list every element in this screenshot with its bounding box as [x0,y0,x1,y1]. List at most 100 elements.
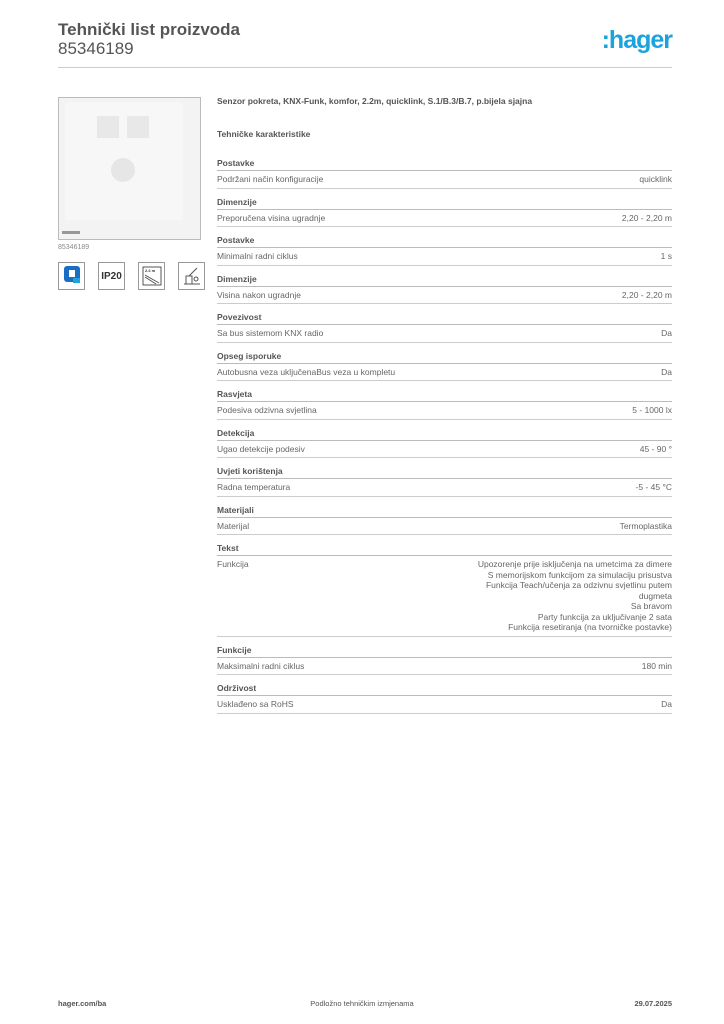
spec-section: Dimenzije Preporučena visina ugradnje 2,2… [217,196,672,227]
spec-label: Podržani način konfiguracije [217,174,324,184]
spec-row: Usklađeno sa RoHS Da [217,696,672,714]
spec-value: 2,20 - 2,20 m [622,290,672,301]
spec-section: Postavke Podržani način konfiguracije qui… [217,157,672,189]
spec-value: 2,20 - 2,20 m [622,213,672,224]
spec-value-line: Termoplastika [619,520,672,531]
section-heading: Funkcije [217,644,672,658]
product-description: Senzor pokreta, KNX-Funk, komfor, 2.2m, … [217,96,533,106]
spec-value: Da [661,699,672,710]
spec-value: -5 - 45 °C [636,482,672,493]
spec-value-line: 45 - 90 ° [639,443,672,454]
spec-value-line: -5 - 45 °C [635,482,672,492]
spec-value-line: Sa bravom [630,601,672,611]
hager-logo: :hager [601,26,673,54]
spec-row: Visina nakon ugradnje 2,20 - 2,20 m [217,287,672,304]
spec-row: Funkcija Upozorenje prije isključenja na … [217,556,672,637]
spec-value: 5 - 1000 lx [632,405,672,416]
spec-row: Podesiva odzivna svjetlina 5 - 1000 lx [217,402,672,420]
spec-value-line: 2,20 - 2,20 m [621,212,672,223]
spec-label: Visina nakon ugradnje [217,289,301,300]
section-heading: Održivost [217,682,672,696]
quicklink-icon [58,262,85,290]
spec-value-line: Da [661,328,672,338]
spec-value-line: quicklink [639,174,672,184]
page-title: Tehnički list proizvoda [58,20,240,39]
footer-website[interactable]: hager.com/ba [58,999,107,1008]
scale-icon [62,231,80,234]
spec-value: Da [661,328,672,339]
detection-icon [178,262,205,290]
spec-row: Sa bus sistemom KNX radio Da [217,325,672,343]
spec-section: Postavke Minimalni radni ciklus 1 s [217,234,672,266]
svg-text:2.2 m: 2.2 m [145,268,156,273]
spec-value-line: Da [661,366,672,377]
spec-value: 180 min [642,661,672,672]
spec-row: Podržani način konfiguracije quicklink [217,171,672,189]
spec-label: Funkcija [217,559,249,569]
spec-label: Minimalni radni ciklus [217,251,298,261]
spec-label: Sa bus sistemom KNX radio [217,328,324,338]
spec-section: Tekst Funkcija Upozorenje prije isključen… [217,542,672,637]
spec-row: Minimalni radni ciklus 1 s [217,248,672,266]
spec-section: Detekcija Ugao detekcije podesiv 45 - 90 … [217,427,672,458]
section-heading: Dimenzije [217,273,672,287]
spec-value: Da [661,367,672,378]
footer-date: 29.07.2025 [634,999,672,1008]
spec-label: Autobusna veza uključenaBus veza u kompl… [217,366,396,377]
spec-label: Usklađeno sa RoHS [217,699,294,709]
spec-label: Podesiva odzivna svjetlina [217,405,317,415]
spec-section: Opseg isporuke Autobusna veza uključenaB… [217,350,672,381]
spec-value-line: dugmeta [638,590,672,601]
spec-value: quicklink [639,174,672,185]
section-heading: Uvjeti korištenja [217,465,672,479]
spec-value: Upozorenje prije isključenja na umetcima… [478,559,672,633]
section-heading: Opseg isporuke [217,350,672,364]
spec-section: Održivost Usklađeno sa RoHS Da [217,682,672,714]
mounting-height-icon: 2.2 m [138,262,165,290]
spec-value: 45 - 90 ° [640,444,672,455]
spec-section: Povezivost Sa bus sistemom KNX radio Da [217,311,672,343]
product-image [58,97,201,240]
image-code: 85346189 [58,244,90,251]
section-title: Tehničke karakteristike [217,129,311,139]
spec-section: Funkcije Maksimalni radni ciklus 180 min [217,644,672,675]
spec-label: Preporučena visina ugradnje [217,212,326,223]
section-heading: Postavke [217,234,672,248]
spec-value-line: Funkcija resetiranja (na tvorničke posta… [508,622,672,632]
section-heading: Rasvjeta [217,388,672,402]
ip20-icon: IP20 [98,262,125,290]
spec-content: Senzor pokreta, KNX-Funk, komfor, 2.2m, … [217,96,672,721]
section-heading: Materijali [217,504,672,518]
spec-value-line: Party funkcija za uključivanje 2 sata [537,611,672,622]
spec-value: Termoplastika [620,521,672,532]
section-heading: Dimenzije [217,196,672,210]
spec-label: Radna temperatura [217,482,291,492]
spec-label: Ugao detekcije podesiv [217,443,305,454]
spec-row: Maksimalni radni ciklus 180 min [217,658,672,675]
spec-row: Ugao detekcije podesiv 45 - 90 ° [217,441,672,458]
spec-value: 1 s [661,251,672,262]
section-heading: Detekcija [217,427,672,441]
spec-value-line: Funkcija Teach/učenja za odzivnu svjetli… [485,580,672,590]
section-heading: Tekst [217,542,672,556]
spec-value-line: Upozorenje prije isključenja na umetcima… [477,559,672,569]
sensor-lens [111,158,135,182]
section-heading: Postavke [217,157,672,171]
spec-value-line: 180 min [641,660,672,671]
spec-value-line: 5 - 1000 lx [632,405,672,415]
feature-icons: IP20 2.2 m [58,262,205,290]
spec-value-line: 2,20 - 2,20 m [621,289,672,300]
footer-note: Podložno tehničkim izmjenama [310,999,414,1008]
spec-section: Dimenzije Visina nakon ugradnje 2,20 - 2,… [217,273,672,304]
spec-section: Uvjeti korištenja Radna temperatura -5 - … [217,465,672,497]
section-heading: Povezivost [217,311,672,325]
header-divider [58,67,672,68]
spec-value-line: 1 s [660,251,672,261]
spec-label: Maksimalni radni ciklus [217,660,305,671]
spec-row: Preporučena visina ugradnje 2,20 - 2,20 m [217,210,672,227]
spec-row: Autobusna veza uključenaBus veza u kompl… [217,364,672,381]
product-code: 85346189 [58,39,134,58]
spec-section: Rasvjeta Podesiva odzivna svjetlina 5 - 1… [217,388,672,420]
